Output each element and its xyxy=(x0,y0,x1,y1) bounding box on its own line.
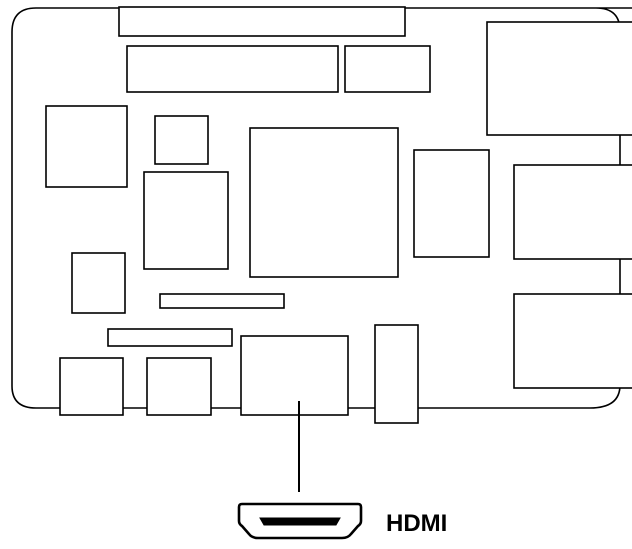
gpio-header-strip xyxy=(118,6,406,37)
component-left-small xyxy=(71,252,126,314)
memory-chip xyxy=(413,149,490,258)
usb-port-upper xyxy=(513,164,632,260)
usb-port-lower xyxy=(513,293,632,389)
power-port xyxy=(146,357,212,416)
component-small-square xyxy=(154,115,209,165)
audio-jack xyxy=(374,324,419,424)
camera-connector xyxy=(107,328,233,347)
component-left-large xyxy=(45,105,128,188)
component-mid-left xyxy=(143,171,229,270)
hdmi-connector-icon xyxy=(237,502,363,540)
header-block-right xyxy=(344,45,431,93)
hdmi-port xyxy=(240,335,349,416)
display-connector xyxy=(159,293,285,309)
soc-chip xyxy=(249,127,399,278)
hdmi-label: HDMI xyxy=(386,510,447,537)
header-block-left xyxy=(126,45,339,93)
ethernet-port xyxy=(486,21,632,136)
micro-usb-port xyxy=(59,357,124,416)
